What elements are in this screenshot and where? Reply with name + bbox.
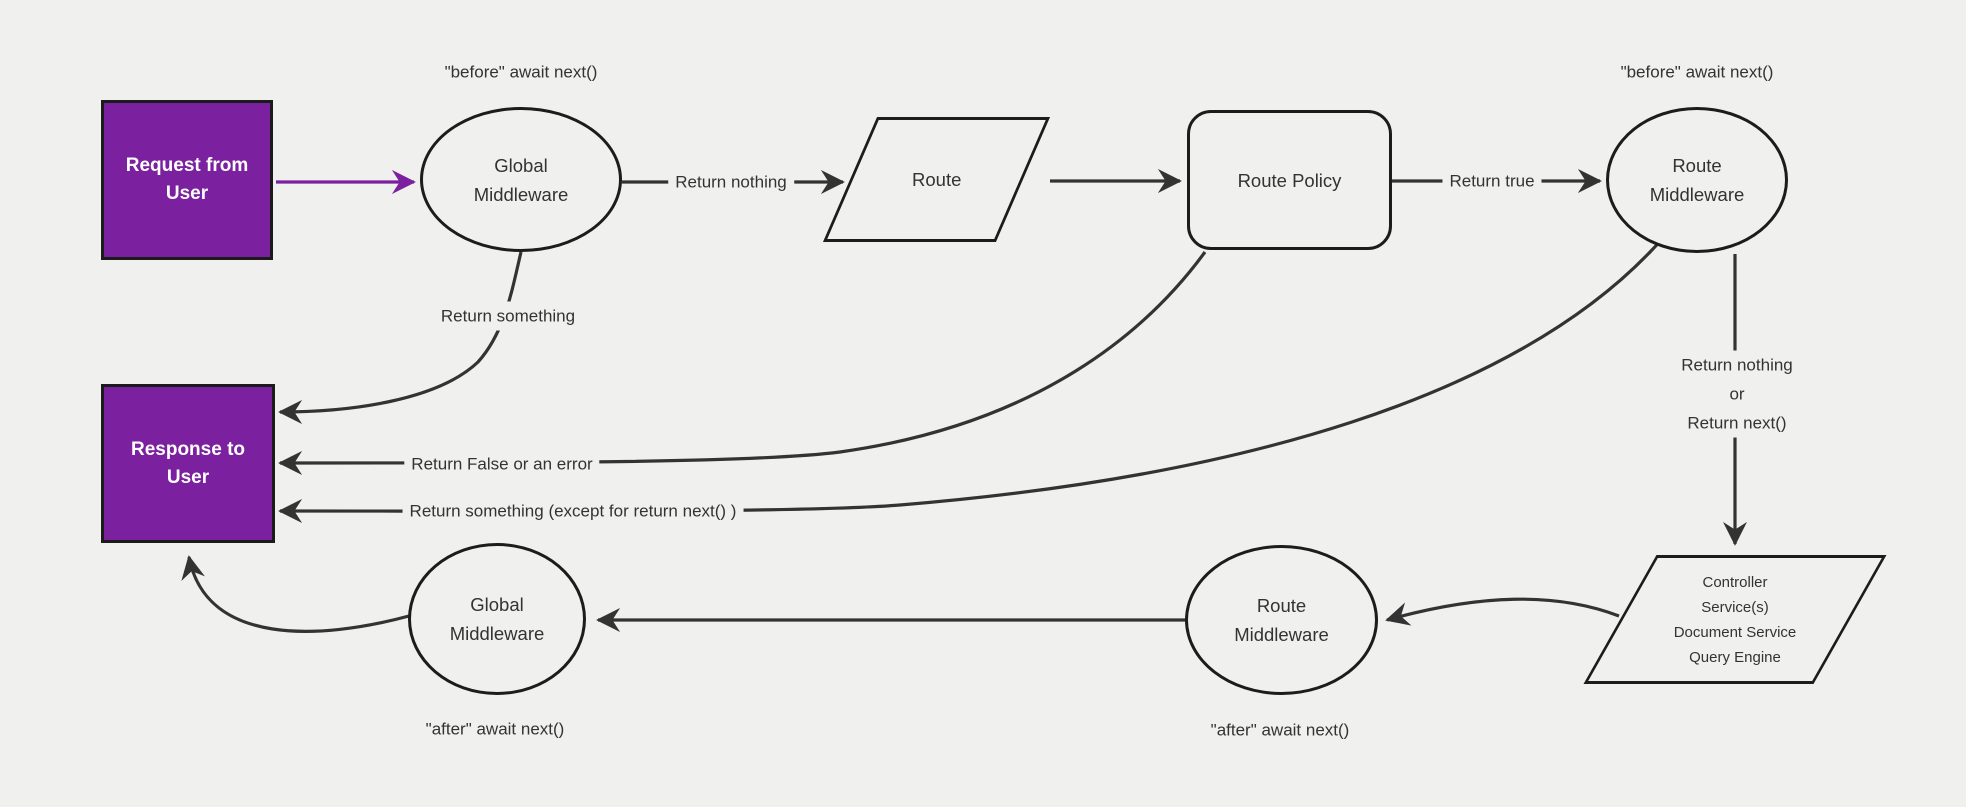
node-route-policy: Route Policy xyxy=(1187,110,1392,250)
node-global-middleware-top: Global Middleware xyxy=(420,107,622,252)
label-return-nothing: Return nothing xyxy=(668,167,794,197)
edge-route-policy-return-false xyxy=(278,251,1207,475)
node-route-middleware-bottom: Route Middleware xyxy=(1185,545,1378,695)
label-before-await-next-right: "before" await next() xyxy=(1620,62,1774,82)
label-return-something: Return something xyxy=(433,301,583,331)
label-after-await-next-left: "after" await next() xyxy=(425,719,565,739)
node-response-to-user: Response to User xyxy=(101,384,275,543)
edge-global-middleware-bottom-to-response xyxy=(181,555,410,633)
label-after-await-next-right: "after" await next() xyxy=(1210,720,1350,740)
edge-controller-to-route-middleware-bottom xyxy=(1385,597,1620,626)
node-route-middleware-top: Route Middleware xyxy=(1606,107,1788,253)
label-before-await-next-left: "before" await next() xyxy=(444,62,598,82)
node-request-from-user: Request from User xyxy=(101,100,273,260)
label-return-nothing-or-next: Return nothing or Return next() xyxy=(1674,350,1800,438)
label-return-false-or-error: Return False or an error xyxy=(404,449,600,479)
label-return-true: Return true xyxy=(1442,166,1542,196)
label-return-something-except: Return something (except for return next… xyxy=(402,496,744,526)
node-global-middleware-bottom: Global Middleware xyxy=(408,543,586,695)
edge-global-middleware-return-something xyxy=(278,251,523,424)
